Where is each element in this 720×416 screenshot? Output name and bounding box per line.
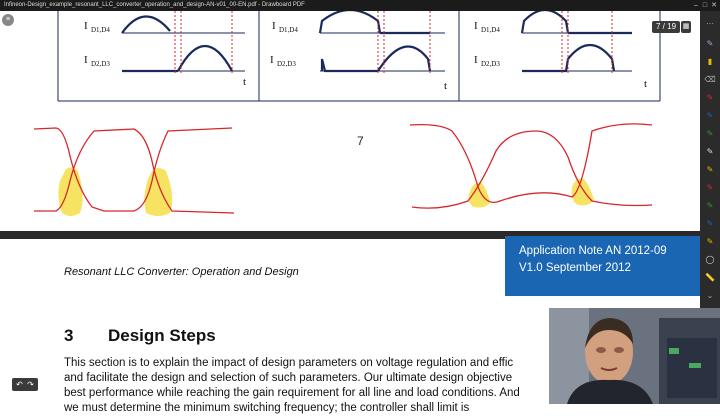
id1-subscript: D1,D4: [91, 26, 110, 34]
eraser-tool-icon[interactable]: ⌫: [704, 75, 716, 84]
menu-icon[interactable]: ≡: [2, 14, 14, 26]
id2-subscript-3: D2,D3: [481, 60, 500, 68]
running-header: Resonant LLC Converter: Operation and De…: [64, 266, 299, 278]
window-controls: – □ ✕: [693, 0, 720, 11]
more-tools-icon[interactable]: ⌄: [706, 291, 714, 300]
id2-subscript-2: D2,D3: [277, 60, 296, 68]
banner-version: V1.0 September 2012: [519, 262, 631, 274]
maximize-icon[interactable]: □: [702, 1, 708, 9]
pen-white-icon[interactable]: ✎: [706, 147, 714, 156]
page-top-section: I D1,D4 I D2,D3 t I D1,D4 I D2,D3: [0, 11, 700, 231]
highlighter-yellow-icon[interactable]: ✎: [706, 237, 714, 246]
redo-icon[interactable]: ↷: [27, 380, 34, 389]
id1-label: I: [84, 20, 88, 32]
id2-label-3: I: [474, 54, 478, 66]
page-indicator: 7 / 19: [652, 21, 681, 33]
highlighter-blue-icon[interactable]: ✎: [706, 219, 714, 228]
body-line: and facilitate the design and selection …: [64, 372, 513, 384]
id2-subscript: D2,D3: [91, 60, 110, 68]
body-line: we must determine the minimum switching …: [64, 402, 470, 414]
window-title: Infineon-Design_example_resonant_LLC_con…: [4, 2, 305, 8]
id1-subscript-3: D1,D4: [481, 26, 500, 34]
section-number: 3: [64, 326, 74, 345]
id1-label-2: I: [272, 20, 276, 32]
time-label-2: t: [444, 80, 447, 92]
time-label-1: t: [243, 76, 246, 88]
pen-green-icon[interactable]: ✎: [706, 129, 714, 138]
application-note-banner: Application Note AN 2012-09 V1.0 Septemb…: [505, 236, 701, 296]
highlighter-green-icon[interactable]: ✎: [706, 201, 714, 210]
webcam-overlay: [549, 308, 720, 404]
section-heading: 3 Design Steps: [64, 326, 216, 346]
handwritten-annotation-left: [33, 127, 235, 216]
pen-red-icon[interactable]: ✎: [706, 93, 714, 102]
right-toolbar: [700, 11, 720, 404]
waveform-panel-2: I D1,D4 I D2,D3 t: [270, 11, 447, 92]
ruler-tool-icon[interactable]: 📏: [705, 273, 715, 282]
page-separator: [0, 231, 700, 239]
pen-blue-icon[interactable]: ✎: [706, 111, 714, 120]
undo-icon[interactable]: ↶: [16, 380, 23, 389]
id1-subscript-2: D1,D4: [279, 26, 298, 34]
close-icon[interactable]: ✕: [711, 1, 717, 9]
id2-label-2: I: [270, 54, 274, 66]
pen-yellow-icon[interactable]: ✎: [706, 165, 714, 174]
highlighter-tool-icon[interactable]: ▮: [707, 57, 713, 66]
window-title-bar: Infineon-Design_example_resonant_LLC_con…: [0, 0, 720, 11]
body-line: best performance while reaching the gain…: [64, 387, 520, 399]
waveform-panel-1: I D1,D4 I D2,D3 t: [84, 11, 246, 88]
waveform-figure: I D1,D4 I D2,D3 t I D1,D4 I D2,D3: [33, 11, 661, 216]
webcam-feed: [549, 308, 720, 404]
handwritten-annotation-right: [409, 123, 653, 209]
id1-label-3: I: [474, 20, 478, 32]
annotation-mark: 7: [357, 134, 364, 148]
banner-title: Application Note AN 2012-09: [519, 245, 667, 257]
toolbar-expand-icon[interactable]: ⋯: [706, 19, 714, 28]
page-grid-icon[interactable]: ▦: [681, 21, 691, 33]
undo-redo-bar: ↶ ↷: [12, 378, 38, 391]
highlighter-red-icon[interactable]: ✎: [706, 183, 714, 192]
waveform-panel-3: I D1,D4 I D2,D3 t: [474, 11, 647, 90]
shape-tool-icon[interactable]: ◯: [705, 255, 715, 264]
body-paragraph: This section is to explain the impact of…: [64, 356, 584, 416]
id2-label: I: [84, 54, 88, 66]
minimize-icon[interactable]: –: [694, 1, 698, 9]
body-line: This section is to explain the impact of…: [64, 357, 514, 369]
pen-tool-icon[interactable]: ✎: [706, 39, 714, 48]
time-label-3: t: [644, 78, 647, 90]
section-title: Design Steps: [108, 326, 216, 345]
